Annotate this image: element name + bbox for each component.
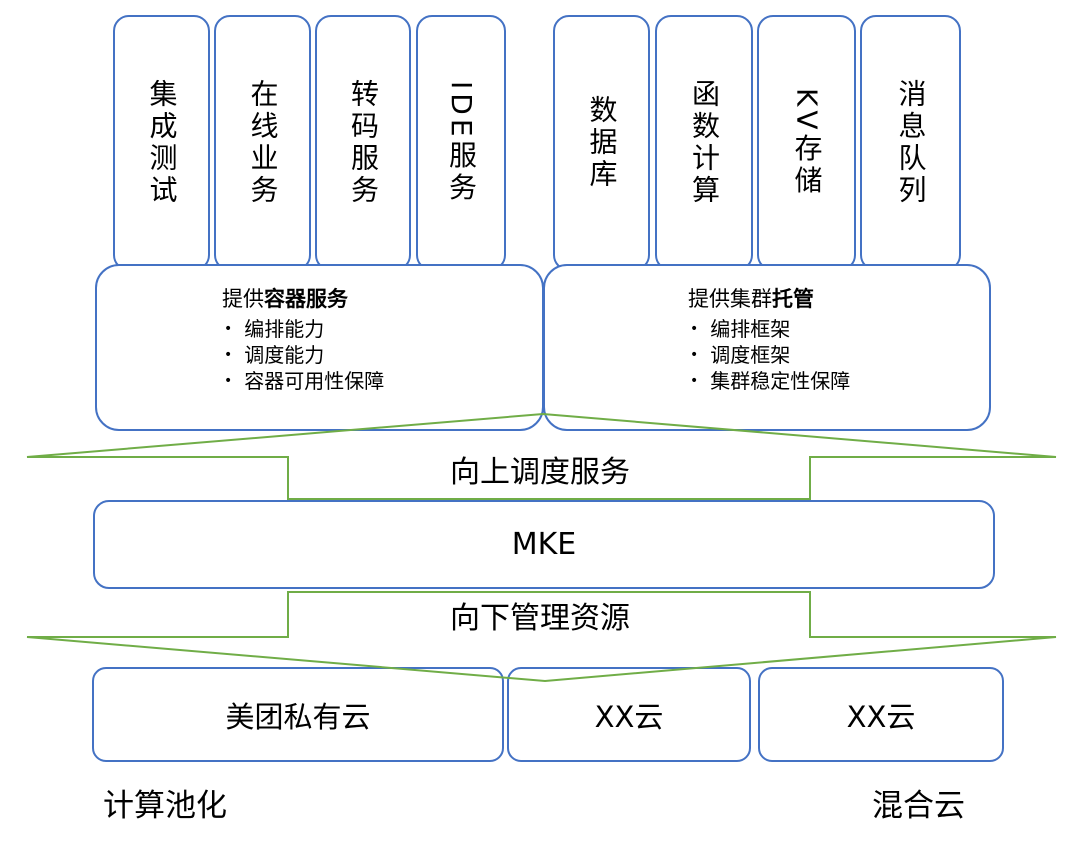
bullet-text: 编排能力 bbox=[244, 317, 325, 341]
bullet-item: 集群稳定性保障 bbox=[688, 368, 850, 394]
upward-band-label: 向上调度服务 bbox=[450, 455, 630, 490]
capability-title: 提供容器服务 bbox=[222, 286, 384, 312]
capability-bullet-list: 编排能力 调度能力 容器可用性保障 bbox=[222, 316, 384, 394]
capability-title-regular: 提供 bbox=[222, 287, 264, 311]
bullet-item: 编排能力 bbox=[222, 316, 384, 342]
capability-title-bold: 托管 bbox=[772, 287, 814, 311]
footnote-compute-pooling: 计算池化 bbox=[103, 788, 227, 824]
capability-box-cluster-hosting: 提供集群托管 编排框架 调度框架 集群稳定性保障 bbox=[543, 264, 991, 431]
bullet-item: 调度框架 bbox=[688, 342, 850, 368]
service-box-transcoding-service: 转码服务 bbox=[315, 15, 411, 271]
cloud-box-xx-cloud-1: XX云 bbox=[507, 667, 751, 762]
footnote-hybrid-cloud: 混合云 bbox=[872, 788, 965, 824]
bullet-text: 调度能力 bbox=[244, 343, 325, 367]
service-label: 集成测试 bbox=[145, 79, 179, 207]
bullet-item: 容器可用性保障 bbox=[222, 368, 384, 394]
capability-title: 提供集群托管 bbox=[688, 286, 850, 312]
cloud-box-meituan-private-cloud: 美团私有云 bbox=[92, 667, 504, 762]
service-box-integration-testing: 集成测试 bbox=[113, 15, 210, 271]
service-label: IDE服务 bbox=[445, 81, 478, 205]
service-box-message-queue: 消息队列 bbox=[860, 15, 961, 271]
service-box-kv-storage: KV存储 bbox=[757, 15, 856, 271]
bullet-text: 集群稳定性保障 bbox=[710, 369, 851, 393]
bullet-text: 编排框架 bbox=[710, 317, 791, 341]
service-box-function-compute: 函数计算 bbox=[655, 15, 753, 271]
capability-content: 提供集群托管 编排框架 调度框架 集群稳定性保障 bbox=[688, 286, 850, 394]
service-box-online-business: 在线业务 bbox=[214, 15, 311, 271]
cloud-label: 美团私有云 bbox=[225, 699, 371, 734]
cloud-label: XX云 bbox=[594, 699, 664, 734]
capability-title-bold: 容器服务 bbox=[264, 287, 348, 311]
service-label: KV存储 bbox=[790, 88, 824, 198]
capability-bullet-list: 编排框架 调度框架 集群稳定性保障 bbox=[688, 316, 850, 394]
capability-content: 提供容器服务 编排能力 调度能力 容器可用性保障 bbox=[222, 286, 384, 394]
service-box-ide-service: IDE服务 bbox=[416, 15, 506, 271]
mke-core-box: MKE bbox=[93, 500, 995, 589]
cloud-label: XX云 bbox=[846, 699, 916, 734]
bullet-text: 容器可用性保障 bbox=[244, 369, 385, 393]
bullet-item: 编排框架 bbox=[688, 316, 850, 342]
mke-label: MKE bbox=[511, 527, 577, 562]
bullet-text: 调度框架 bbox=[710, 343, 791, 367]
capability-title-regular: 提供集群 bbox=[688, 287, 772, 311]
capability-box-container-services: 提供容器服务 编排能力 调度能力 容器可用性保障 bbox=[95, 264, 544, 431]
cloud-box-xx-cloud-2: XX云 bbox=[758, 667, 1004, 762]
service-label: 数据库 bbox=[585, 95, 619, 191]
downward-band-label: 向下管理资源 bbox=[450, 601, 630, 636]
service-box-database: 数据库 bbox=[553, 15, 650, 271]
service-label: 转码服务 bbox=[347, 79, 380, 207]
bullet-item: 调度能力 bbox=[222, 342, 384, 368]
service-label: 消息队列 bbox=[894, 79, 928, 207]
service-label: 函数计算 bbox=[688, 79, 721, 207]
service-label: 在线业务 bbox=[246, 79, 280, 207]
